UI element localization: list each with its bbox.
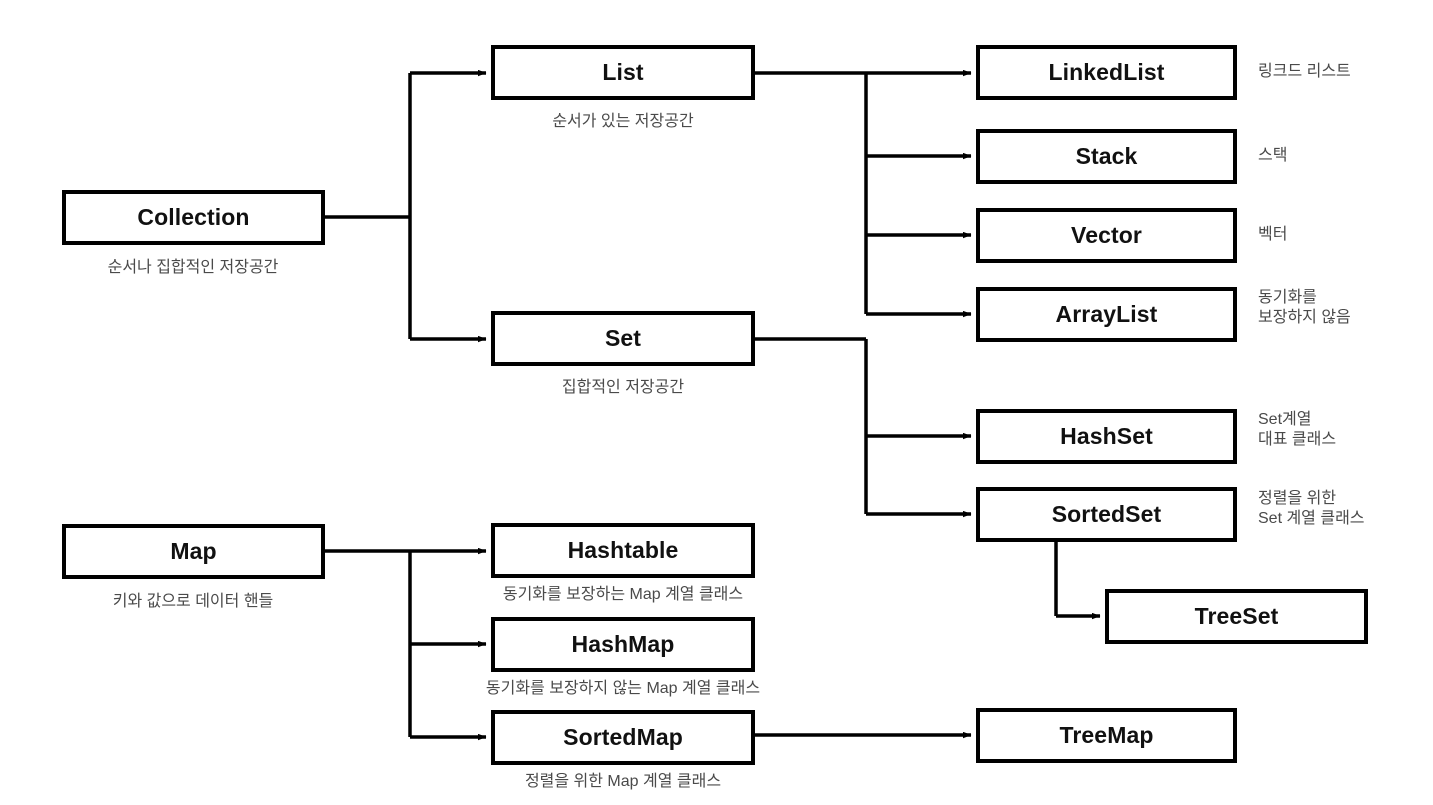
edge-set-to-implementations xyxy=(755,337,972,518)
node-list-label: List xyxy=(602,59,644,85)
note-linkedlist: 링크드 리스트 xyxy=(1258,63,1351,80)
note-sortedset: 정렬을 위한 Set 계열 클래스 xyxy=(1258,489,1365,529)
node-hashtable[interactable]: Hashtable xyxy=(491,523,755,578)
caption-map: 키와 값으로 데이터 핸들 xyxy=(112,593,274,610)
note-sortedset-line1: 정렬을 위한 xyxy=(1258,490,1337,507)
node-collection[interactable]: Collection xyxy=(62,190,325,245)
node-hashset-label: HashSet xyxy=(1060,423,1153,449)
node-linkedlist-label: LinkedList xyxy=(1048,59,1165,85)
note-arraylist-line2: 보장하지 않음 xyxy=(1258,309,1351,326)
note-arraylist: 동기화를 보장하지 않음 xyxy=(1258,288,1351,328)
node-hashmap[interactable]: HashMap xyxy=(491,617,755,672)
node-treeset[interactable]: TreeSet xyxy=(1105,589,1368,644)
caption-collection: 순서나 집합적인 저장공간 xyxy=(107,259,279,276)
edge-sortedset-to-treeset xyxy=(1054,541,1101,620)
node-hashset[interactable]: HashSet xyxy=(976,409,1237,464)
edge-collection-to-list-set xyxy=(325,69,487,343)
caption-hashtable: 동기화를 보장하는 Map 계열 클래스 xyxy=(502,586,744,603)
caption-hashmap: 동기화를 보장하지 않는 Map 계열 클래스 xyxy=(485,680,761,697)
caption-set: 집합적인 저장공간 xyxy=(561,379,685,396)
edge-map-to-implementations xyxy=(325,547,487,741)
node-hashtable-label: Hashtable xyxy=(567,537,679,563)
node-vector[interactable]: Vector xyxy=(976,208,1237,263)
node-sortedmap-label: SortedMap xyxy=(563,724,683,750)
node-sortedset-label: SortedSet xyxy=(1051,501,1162,527)
node-treemap[interactable]: TreeMap xyxy=(976,708,1237,763)
node-map[interactable]: Map xyxy=(62,524,325,579)
note-vector: 벡터 xyxy=(1258,226,1288,243)
node-arraylist[interactable]: ArrayList xyxy=(976,287,1237,342)
edge-list-to-implementations xyxy=(755,69,972,318)
node-collection-label: Collection xyxy=(137,204,250,230)
note-stack: 스택 xyxy=(1258,147,1288,164)
node-sortedmap[interactable]: SortedMap xyxy=(491,710,755,765)
node-set-label: Set xyxy=(604,325,642,351)
node-stack[interactable]: Stack xyxy=(976,129,1237,184)
node-stack-label: Stack xyxy=(1075,143,1138,169)
note-hashset: Set계열 대표 클래스 xyxy=(1258,410,1336,450)
node-linkedlist[interactable]: LinkedList xyxy=(976,45,1237,100)
note-sortedset-line2: Set 계열 클래스 xyxy=(1258,510,1365,527)
node-sortedset[interactable]: SortedSet xyxy=(976,487,1237,542)
node-set[interactable]: Set xyxy=(491,311,755,366)
node-treemap-label: TreeMap xyxy=(1059,722,1154,748)
node-map-label: Map xyxy=(170,538,217,564)
node-hashmap-label: HashMap xyxy=(571,631,675,657)
note-hashset-line2: 대표 클래스 xyxy=(1258,431,1337,448)
caption-sortedmap: 정렬을 위한 Map 계열 클래스 xyxy=(524,773,722,790)
caption-list: 순서가 있는 저장공간 xyxy=(552,113,694,130)
node-treeset-label: TreeSet xyxy=(1194,603,1279,629)
node-list[interactable]: List xyxy=(491,45,755,100)
note-arraylist-line1: 동기화를 xyxy=(1258,289,1317,306)
node-arraylist-label: ArrayList xyxy=(1055,301,1158,327)
node-vector-label: Vector xyxy=(1071,222,1142,248)
note-hashset-line1: Set계열 xyxy=(1258,411,1312,428)
